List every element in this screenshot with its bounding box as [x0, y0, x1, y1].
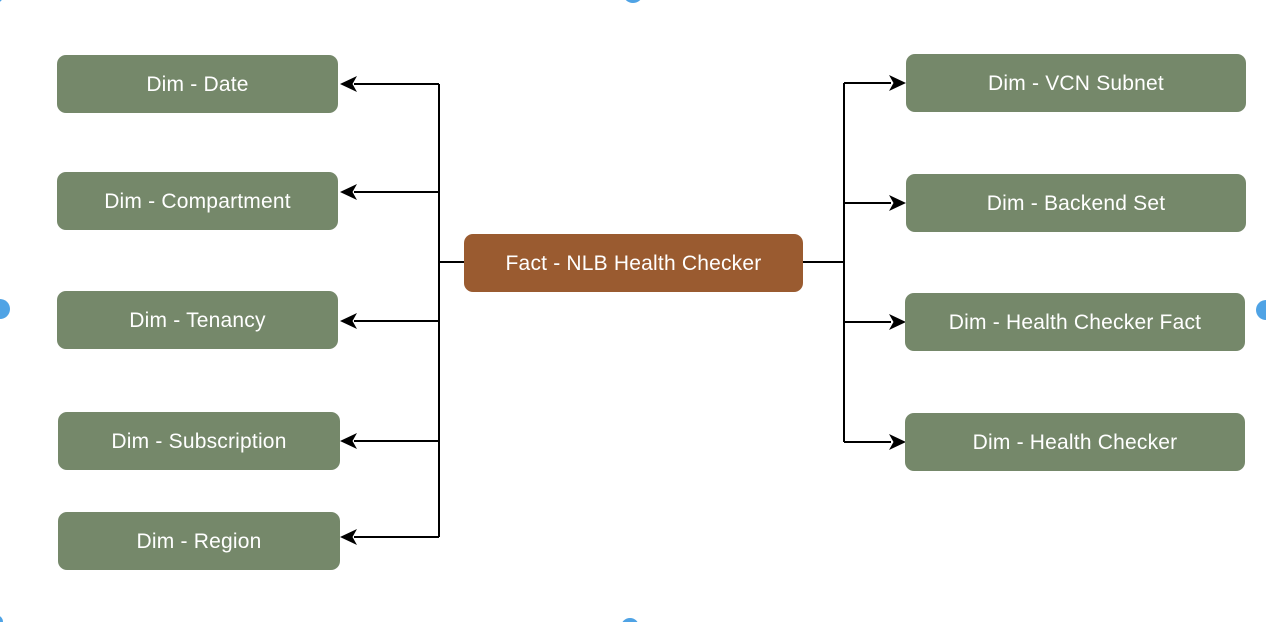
selection-handle-right[interactable] — [1256, 300, 1266, 320]
arrowhead-dim-health-checker — [889, 434, 906, 450]
arrowhead-dim-date — [340, 76, 357, 92]
edge-lines — [354, 82, 891, 538]
selection-handle-top-left[interactable] — [0, 0, 3, 3]
arrowhead-dim-region — [340, 529, 357, 545]
node-dim-backend-set[interactable]: Dim - Backend Set — [906, 174, 1246, 232]
node-fact-nlb-health-checker[interactable]: Fact - NLB Health Checker — [464, 234, 803, 292]
selection-handle-bottom-left[interactable] — [0, 615, 3, 622]
selection-handle-top[interactable] — [623, 0, 643, 3]
right-connector-path — [803, 82, 891, 443]
arrowhead-dim-tenancy — [340, 313, 357, 329]
node-dim-tenancy[interactable]: Dim - Tenancy — [57, 291, 338, 349]
node-dim-health-checker[interactable]: Dim - Health Checker — [905, 413, 1245, 471]
node-dim-vcn-subnet[interactable]: Dim - VCN Subnet — [906, 54, 1246, 112]
arrowhead-dim-health-checker-fact — [889, 314, 906, 330]
arrowhead-dim-vcn-subnet — [889, 75, 906, 91]
selection-handle-left[interactable] — [0, 299, 10, 319]
node-dim-compartment[interactable]: Dim - Compartment — [57, 172, 338, 230]
arrowhead-dim-subscription — [340, 433, 357, 449]
node-dim-date[interactable]: Dim - Date — [57, 55, 338, 113]
arrowhead-dim-compartment — [340, 184, 357, 200]
arrowhead-dim-backend-set — [889, 195, 906, 211]
left-connector-path — [354, 83, 464, 538]
arrowheads — [340, 75, 906, 545]
selection-handle-bottom[interactable] — [621, 618, 639, 622]
node-dim-health-checker-fact[interactable]: Dim - Health Checker Fact — [905, 293, 1245, 351]
node-dim-subscription[interactable]: Dim - Subscription — [58, 412, 340, 470]
node-dim-region[interactable]: Dim - Region — [58, 512, 340, 570]
